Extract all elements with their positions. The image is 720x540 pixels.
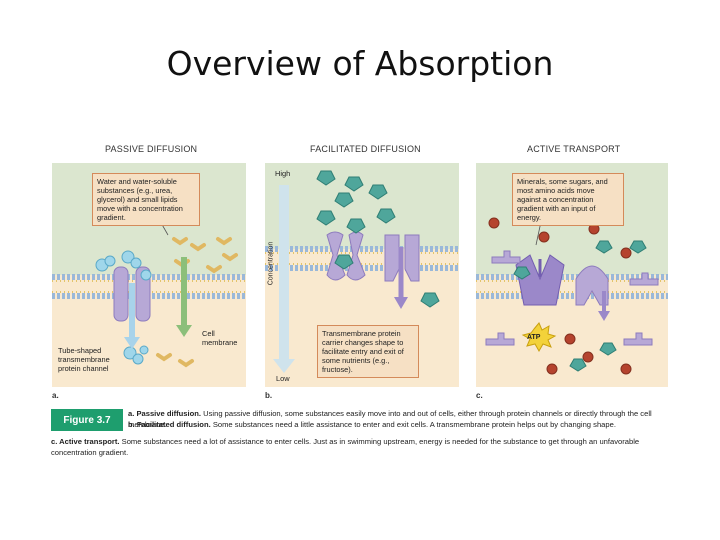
protein-channel (113, 266, 151, 322)
caption-text: Some substances need a little assistance… (210, 420, 616, 429)
amino-acid-molecules (485, 250, 659, 346)
caption-lead: a. Passive diffusion. (128, 409, 202, 418)
facilitated-diffusion-callout: Transmembrane protein carrier changes sh… (317, 325, 419, 378)
passive-diffusion-heading: PASSIVE DIFFUSION (105, 144, 198, 154)
passive-diffusion-callout: Water and water-soluble substances (e.g.… (92, 173, 200, 226)
caption-passive-diffusion: a. Passive diffusion. Using passive diff… (128, 408, 668, 430)
diffusion-arrows (124, 257, 192, 349)
active-transport-heading: ACTIVE TRANSPORT (527, 144, 621, 154)
transport-arrows (538, 259, 610, 321)
panel-letter-c: c. (476, 391, 483, 400)
panel-letter-b: b. (265, 391, 273, 400)
atp-label: ATP (527, 334, 541, 341)
caption-active-transport: c. Active transport. Some substances nee… (51, 436, 668, 458)
lipid-molecules (156, 237, 238, 368)
caption-text: Using passive diffusion, some substances… (128, 409, 652, 429)
concentration-gradient-arrow (273, 185, 295, 373)
protein-channel-label: Tube-shaped transmembrane protein channe… (58, 346, 110, 373)
facilitated-diffusion-heading: FACILITATED DIFFUSION (310, 144, 421, 154)
mineral-molecules (488, 217, 632, 375)
figure-badge: Figure 3.7 (51, 409, 123, 431)
transport-proteins (515, 254, 609, 306)
transport-arrow (394, 247, 408, 309)
caption-lead: b. Facilitated diffusion. (128, 420, 211, 429)
active-transport-panel: Minerals, some sugars, and most amino ac… (476, 163, 668, 387)
caption-facilitated-diffusion: b. Facilitated diffusion. Some substance… (128, 419, 668, 430)
concentration-label: Concentration (267, 241, 275, 286)
water-molecules (95, 250, 152, 365)
caption-text: Some substances need a lot of assistance… (51, 437, 640, 457)
nutrient-molecules (316, 170, 440, 308)
carrier-proteins (326, 231, 420, 282)
caption-lead: c. Active transport. (51, 437, 120, 446)
facilitated-diffusion-panel: High Concentration Low Transmembrane pro… (265, 163, 459, 387)
high-label: High (275, 169, 291, 178)
cell-membrane-label: Cell membrane (202, 329, 238, 347)
panel-letter-a: a. (52, 391, 59, 400)
active-transport-callout: Minerals, some sugars, and most amino ac… (512, 173, 624, 226)
sugar-molecules (513, 240, 647, 372)
passive-diffusion-panel: Water and water-soluble substances (e.g.… (52, 163, 246, 387)
atp-burst-icon (521, 322, 557, 353)
slide-title: Overview of Absorption (166, 44, 554, 83)
low-label: Low (276, 374, 290, 383)
